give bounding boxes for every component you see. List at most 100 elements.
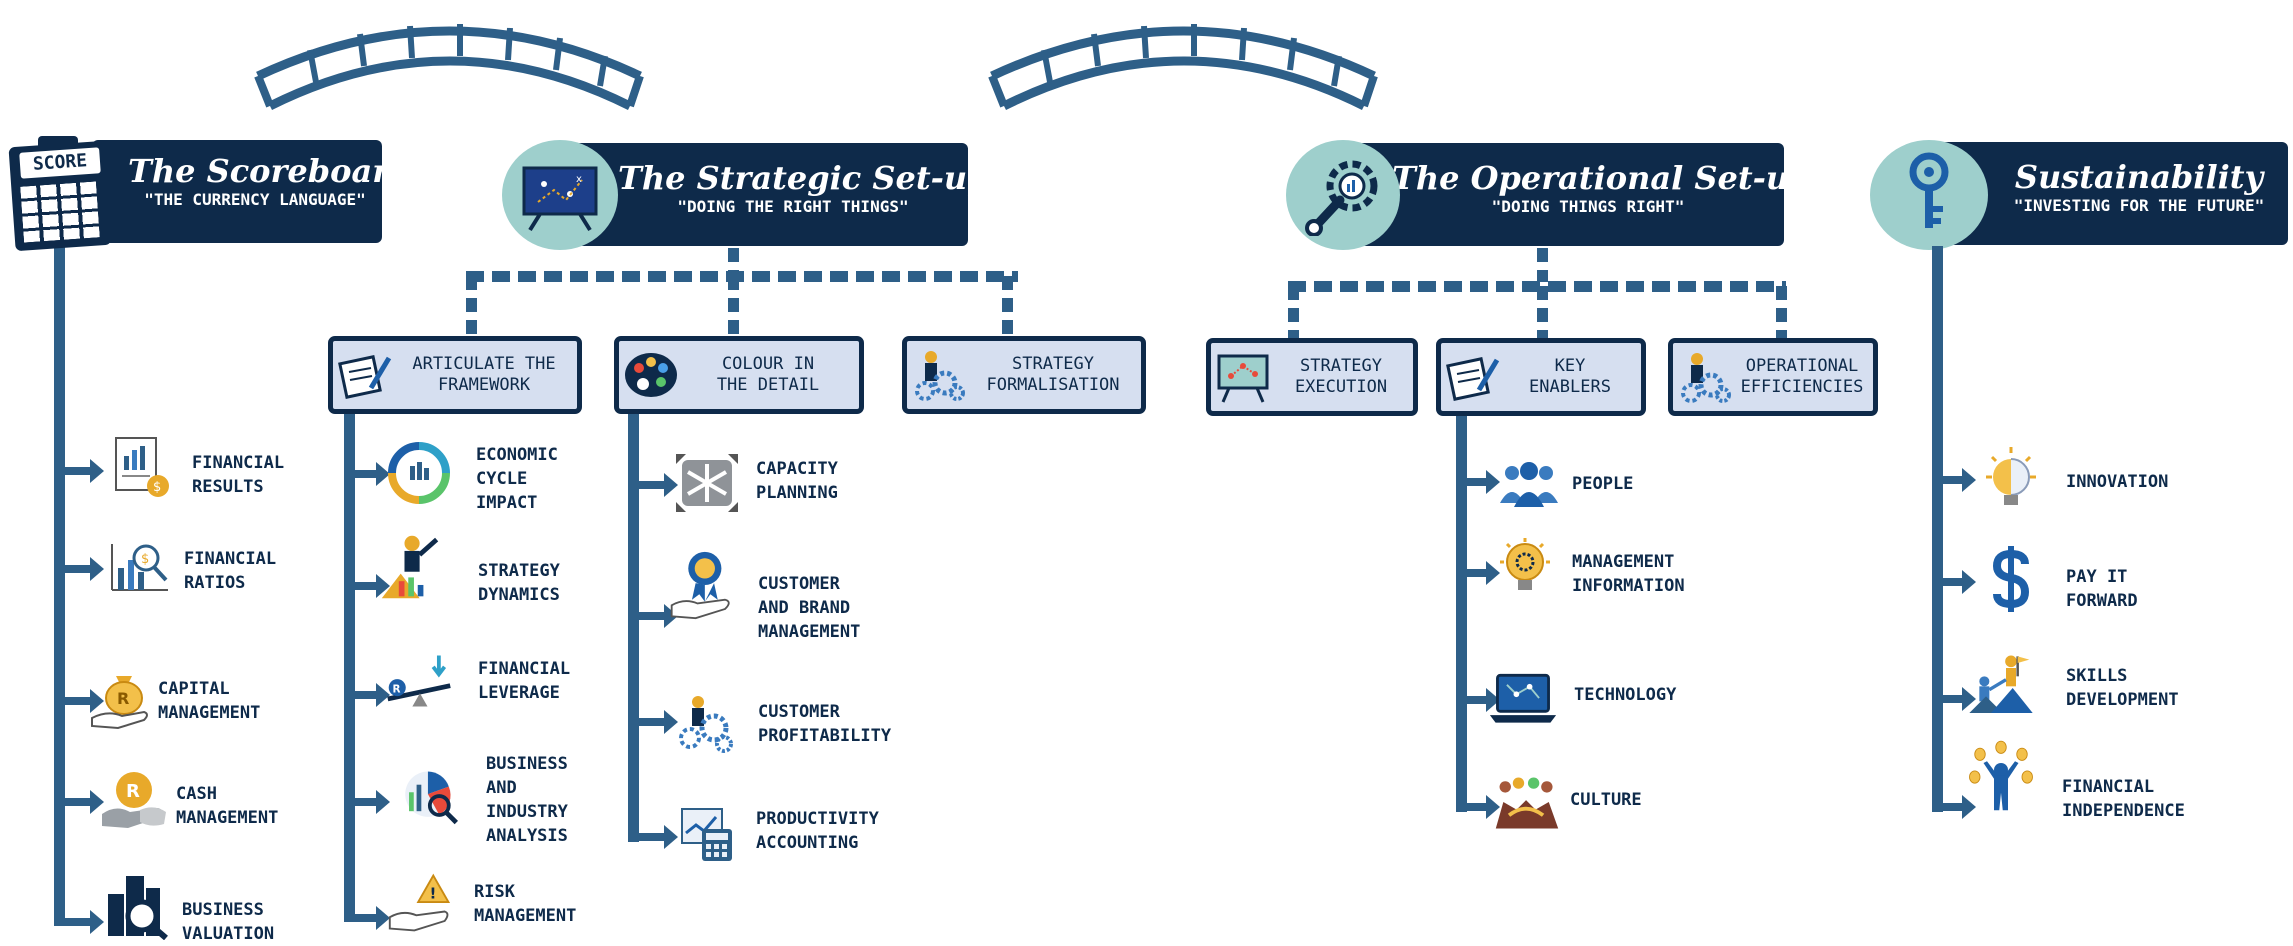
strategy-dynamics-icon <box>378 534 448 600</box>
articulate-item-label: ECONOMIC CYCLE IMPACT <box>476 445 558 513</box>
operational-connector <box>1537 248 1548 282</box>
operational-header: The Operational Set-up "DOING THINGS RIG… <box>1332 143 1812 246</box>
financial-results-icon: $ <box>106 434 176 500</box>
enablers-item-label: PEOPLE <box>1572 474 1634 494</box>
sustainability-item-label: INNOVATION <box>2066 472 2169 492</box>
strategy-execution-card[interactable]: STRATEGY EXECUTION <box>1206 338 1418 416</box>
scoreboard-arrow <box>60 459 104 483</box>
card-label: STRATEGY FORMALISATION <box>986 354 1120 395</box>
cash-management-icon: R <box>100 768 170 834</box>
sustainability-arrow <box>1938 795 1976 819</box>
culture-icon <box>1492 770 1562 836</box>
wrench-gear-icon <box>1304 156 1384 240</box>
sustainability-arrow <box>1938 468 1976 492</box>
articulate-item-label: FINANCIAL LEVERAGE <box>478 659 571 703</box>
sustainability-subtitle: "INVESTING FOR THE FUTURE" <box>2013 196 2265 215</box>
palette-icon <box>619 346 683 404</box>
people-icon <box>1494 452 1564 518</box>
articulate-arrow <box>350 906 390 930</box>
enablers-arrow <box>1462 795 1500 819</box>
strategic-connector <box>1002 276 1013 336</box>
capital-management-icon: R <box>88 666 158 732</box>
key-enablers-card[interactable]: KEY ENABLERS <box>1436 338 1646 416</box>
colour-item-label: CUSTOMER AND BRAND MANAGEMENT <box>758 574 861 642</box>
scoreboard-trunk-line <box>54 230 65 926</box>
strategic-connector <box>728 248 739 278</box>
card-label: STRATEGY EXECUTION <box>1294 356 1388 397</box>
strategic-connector <box>466 271 1018 282</box>
operational-title: The Operational Set-up <box>1392 159 1812 197</box>
svg-text:x: x <box>576 174 582 185</box>
scoreboard-title: The Scoreboard <box>128 152 412 190</box>
colour-arrow <box>634 825 678 849</box>
bridge-icon-right <box>988 24 1378 111</box>
articulate-arrow <box>350 683 390 707</box>
scoreboard-item-label: FINANCIAL RESULTS <box>192 453 285 497</box>
enablers-arrow <box>1462 561 1500 585</box>
colour-arrow <box>634 710 678 734</box>
colour-arrow <box>634 604 678 628</box>
sustainability-trunk-line <box>1932 246 1943 812</box>
scoreboard-header: The Scoreboard "THE CURRENCY LANGUAGE" <box>92 140 412 243</box>
key-icon <box>1904 152 1954 236</box>
scoreboard-item-label: CAPITAL MANAGEMENT <box>158 679 261 723</box>
strategic-connector <box>728 276 739 336</box>
financial-ratios-icon: $ <box>104 536 174 602</box>
svg-text:R: R <box>126 781 140 802</box>
articulate-framework-card[interactable]: ARTICULATE THE FRAMEWORK <box>328 336 582 414</box>
bridge-icon-left <box>254 24 644 111</box>
capacity-planning-icon <box>672 450 742 516</box>
customer-brand-icon <box>668 551 738 620</box>
colour-arrow <box>634 473 678 497</box>
industry-analysis-icon <box>392 764 462 830</box>
business-valuation-icon <box>102 872 172 940</box>
scoreboard-arrow <box>60 910 104 934</box>
card-label: OPERATIONAL EFFICIENCIES <box>1740 356 1864 397</box>
scoreboard-item-label: FINANCIAL RATIOS <box>184 549 277 593</box>
enablers-arrow <box>1462 470 1500 494</box>
card-label: COLOUR IN THE DETAIL <box>716 354 820 395</box>
colour-item-label: PRODUCTIVITY ACCOUNTING <box>756 809 879 853</box>
sustainability-arrow <box>1938 570 1976 594</box>
svg-text:R: R <box>393 683 401 695</box>
colour-item-label: CAPACITY PLANNING <box>756 459 838 503</box>
sustainability-item-label: PAY IT FORWARD <box>2066 567 2138 611</box>
person-gears-icon <box>907 346 971 404</box>
operational-connector <box>1537 286 1548 338</box>
scoreboard-arrow <box>60 557 104 581</box>
articulate-item-label: BUSINESS AND INDUSTRY ANALYSIS <box>486 754 568 846</box>
strategy-formalisation-card[interactable]: STRATEGY FORMALISATION <box>902 336 1146 414</box>
customer-profitability-icon <box>670 690 740 756</box>
svg-text:$: $ <box>141 552 149 567</box>
person-gears-icon <box>1673 348 1737 406</box>
economic-cycle-icon <box>384 440 454 506</box>
svg-text:R: R <box>117 689 129 708</box>
scoreboard-arrow <box>60 790 104 814</box>
sustainability-item-label: SKILLS DEVELOPMENT <box>2066 666 2179 710</box>
articulate-branch-line <box>344 414 355 922</box>
scoreboard-arrow <box>60 689 104 713</box>
colour-detail-card[interactable]: COLOUR IN THE DETAIL <box>614 336 864 414</box>
scoreboard-item-label: CASH MANAGEMENT <box>176 784 279 828</box>
operational-connector <box>1776 286 1787 338</box>
colour-branch-line <box>628 414 639 842</box>
enablers-item-label: CULTURE <box>1570 790 1642 810</box>
document-pen-icon <box>1441 348 1505 406</box>
enablers-branch-line <box>1456 416 1467 812</box>
operational-efficiencies-card[interactable]: OPERATIONAL EFFICIENCIES <box>1668 338 1878 416</box>
presentation-board-icon <box>1211 348 1275 406</box>
articulate-arrow <box>350 462 390 486</box>
sustainability-title: Sustainability <box>2014 158 2264 196</box>
document-pen-icon <box>333 346 397 404</box>
sustainability-arrow <box>1938 687 1976 711</box>
articulate-arrow <box>350 790 390 814</box>
strategy-board-icon: x <box>520 162 600 236</box>
sustainability-item-label: FINANCIAL INDEPENDENCE <box>2062 777 2185 821</box>
scoreboard-icon-label: SCORE <box>19 147 101 179</box>
articulate-item-label: RISK MANAGEMENT <box>474 882 577 926</box>
scoreboard-icon: SCORE <box>8 136 112 252</box>
technology-icon <box>1488 666 1558 732</box>
strategic-header: The Strategic Set-up "DOING THE RIGHT TH… <box>544 143 990 246</box>
enablers-arrow <box>1462 688 1500 712</box>
operational-connector <box>1288 286 1299 338</box>
